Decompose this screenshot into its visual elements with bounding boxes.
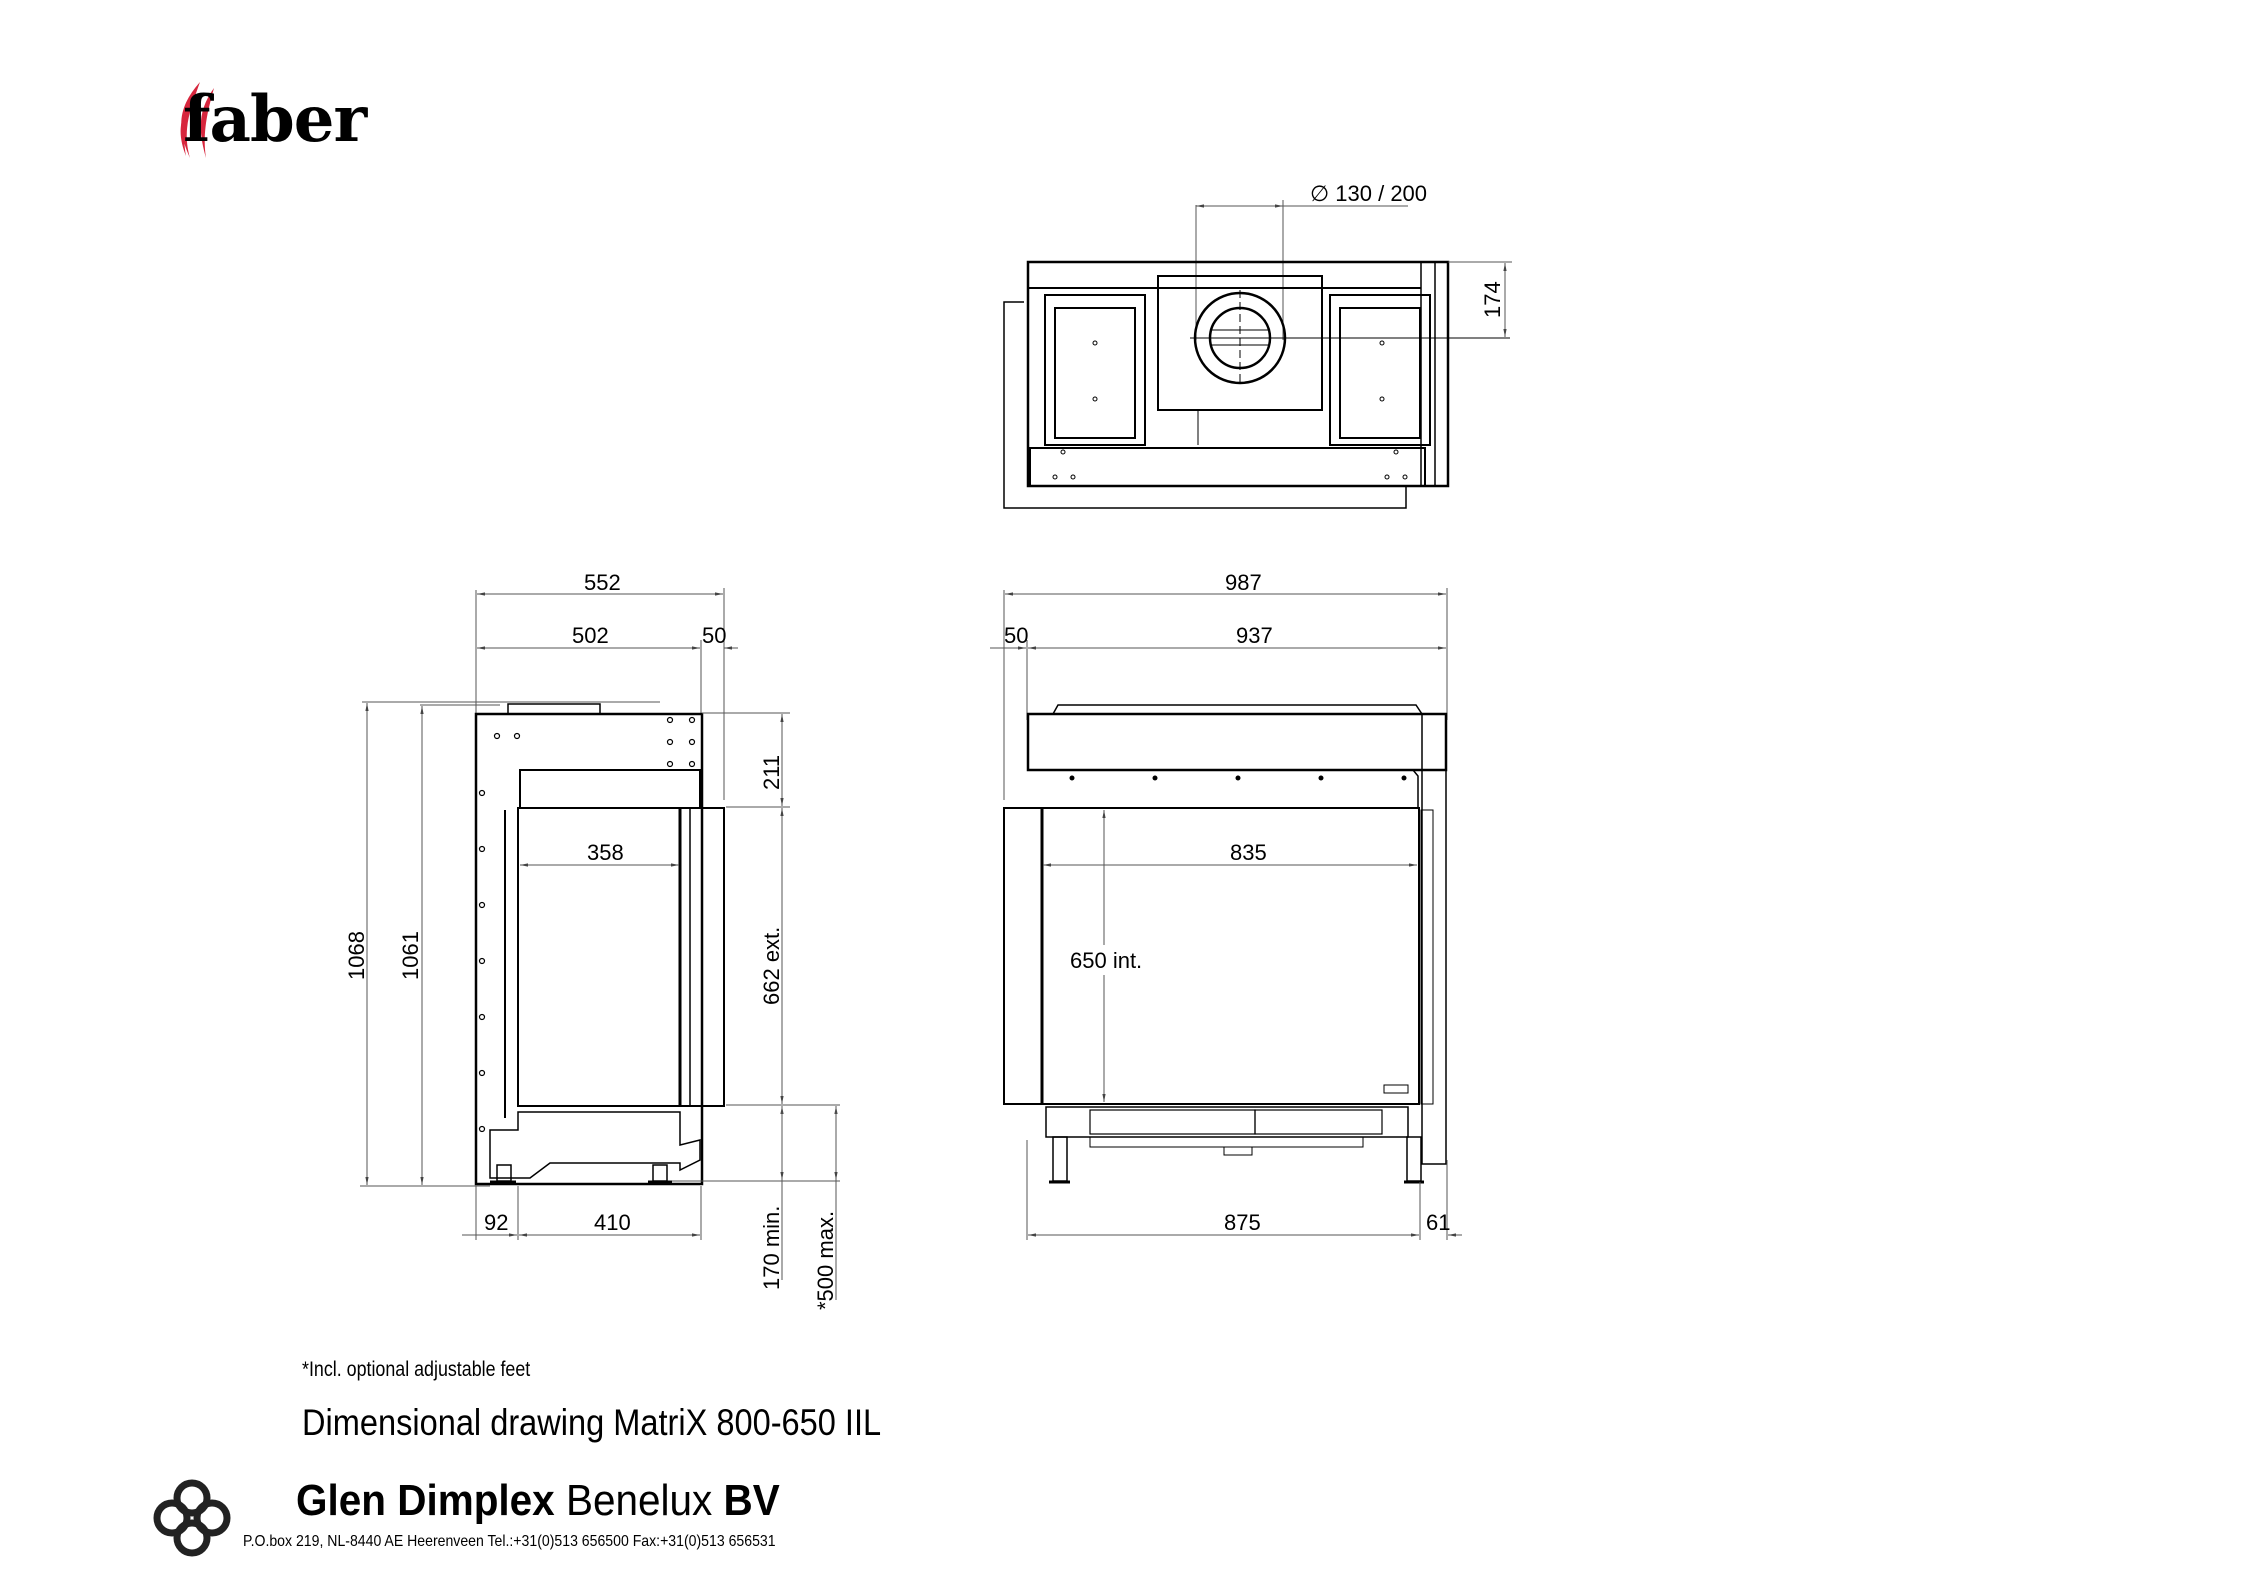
flue-offset-label: 174 <box>1480 281 1505 318</box>
celtic-knot-icon <box>153 1479 231 1557</box>
feet-max-label: *500 max. <box>813 1211 838 1310</box>
company-name: Glen Dimplex Benelux BV <box>296 1476 780 1526</box>
front-view <box>990 588 1462 1240</box>
front-bottom-width-label: 875 <box>1224 1210 1261 1235</box>
top-section-label: 211 <box>759 755 784 790</box>
company-name-bold: Glen Dimplex <box>296 1476 555 1525</box>
front-glass-width-label: 835 <box>1230 840 1267 865</box>
flame-icon <box>180 82 214 158</box>
depth-total-label: 552 <box>584 570 621 595</box>
company-name-regular: Benelux <box>554 1476 724 1525</box>
side-view <box>360 588 840 1300</box>
drawing-title: Dimensional drawing MatriX 800-650 IIL <box>302 1402 882 1443</box>
glass-height-ext-label: 662 ext. <box>759 927 784 1005</box>
depth-body-label: 502 <box>572 623 609 648</box>
height-body-label: 1061 <box>398 931 423 980</box>
bottom-left-label: 92 <box>484 1210 508 1235</box>
flue-diameter-label: ∅ 130 / 200 <box>1310 181 1427 206</box>
feet-note: *Incl. optional adjustable feet <box>302 1358 531 1381</box>
top-view <box>1003 200 1512 509</box>
height-total-label: 1068 <box>344 931 369 980</box>
front-bottom-right-label: 61 <box>1426 1210 1450 1235</box>
depth-offset-label: 50 <box>702 623 726 648</box>
glass-height-int-label: 650 int. <box>1070 948 1142 973</box>
width-body-label: 937 <box>1236 623 1273 648</box>
width-offset-label: 50 <box>1004 623 1028 648</box>
feet-min-label: 170 min. <box>759 1206 784 1290</box>
bottom-width-label: 410 <box>594 1210 631 1235</box>
company-address: P.O.box 219, NL-8440 AE Heerenveen Tel.:… <box>243 1533 776 1550</box>
company-name-suffix: BV <box>723 1476 780 1525</box>
side-glass-width-label: 358 <box>587 840 624 865</box>
brand-name: faber <box>183 82 367 157</box>
width-total-label: 987 <box>1225 570 1262 595</box>
